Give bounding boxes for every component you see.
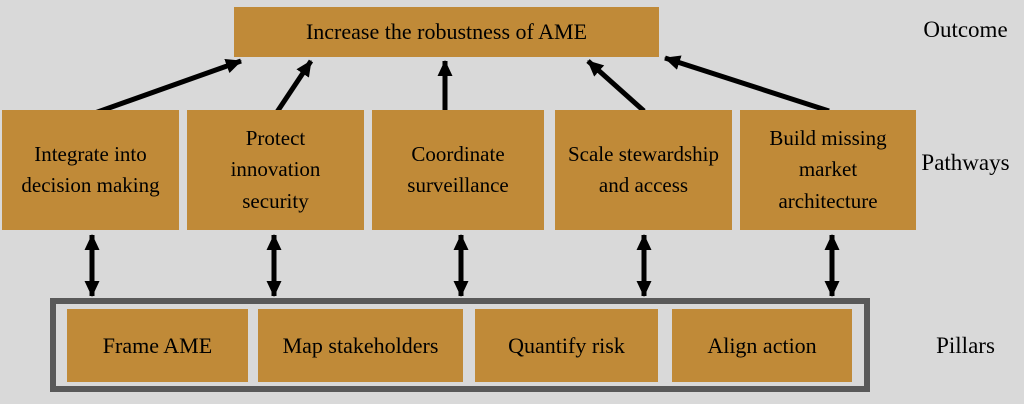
pathway-box-build-market-architecture: Build missing market architecture <box>740 110 916 230</box>
pathway-box-scale-stewardship-access: Scale stewardship and access <box>555 110 732 230</box>
pillar-box-map-stakeholders: Map stakeholders <box>258 309 463 382</box>
pathway-label: Scale stewardship and access <box>567 141 720 198</box>
outcome-box: Increase the robustness of AME <box>234 7 659 57</box>
pathway-label: Coordinate surveillance <box>407 141 509 198</box>
pillar-box-frame-ame: Frame AME <box>67 309 248 382</box>
pathway-label: Protect innovation security <box>230 125 321 213</box>
outcome-label: Increase the robustness of AME <box>305 19 588 44</box>
row-label-pathways: Pathways <box>921 150 1010 175</box>
pathway-label: Build missing market architecture <box>769 125 887 213</box>
pillar-box-quantify-risk: Quantify risk <box>475 309 658 382</box>
up-arrow-4 <box>586 59 646 113</box>
pillar-label: Quantify risk <box>508 332 625 358</box>
row-label-outcome: Outcome <box>923 17 1008 42</box>
pathway-box-coordinate-surveillance: Coordinate surveillance <box>372 110 544 230</box>
pillar-label: Frame AME <box>102 332 213 358</box>
row-label-pillars: Pillars <box>936 333 995 358</box>
up-arrow-1 <box>91 58 242 117</box>
pillar-box-align-action: Align action <box>672 309 852 382</box>
pathway-label: Integrate into decision making <box>21 141 160 198</box>
pillars-container <box>50 298 870 392</box>
up-arrow-2 <box>274 59 314 114</box>
pathway-box-protect-innovation-security: Protect innovation security <box>187 110 364 230</box>
up-arrow-5 <box>664 55 830 114</box>
pillar-label: Map stakeholders <box>282 332 439 358</box>
pathway-box-integrate-decision-making: Integrate into decision making <box>2 110 179 230</box>
pillar-label: Align action <box>707 332 817 358</box>
